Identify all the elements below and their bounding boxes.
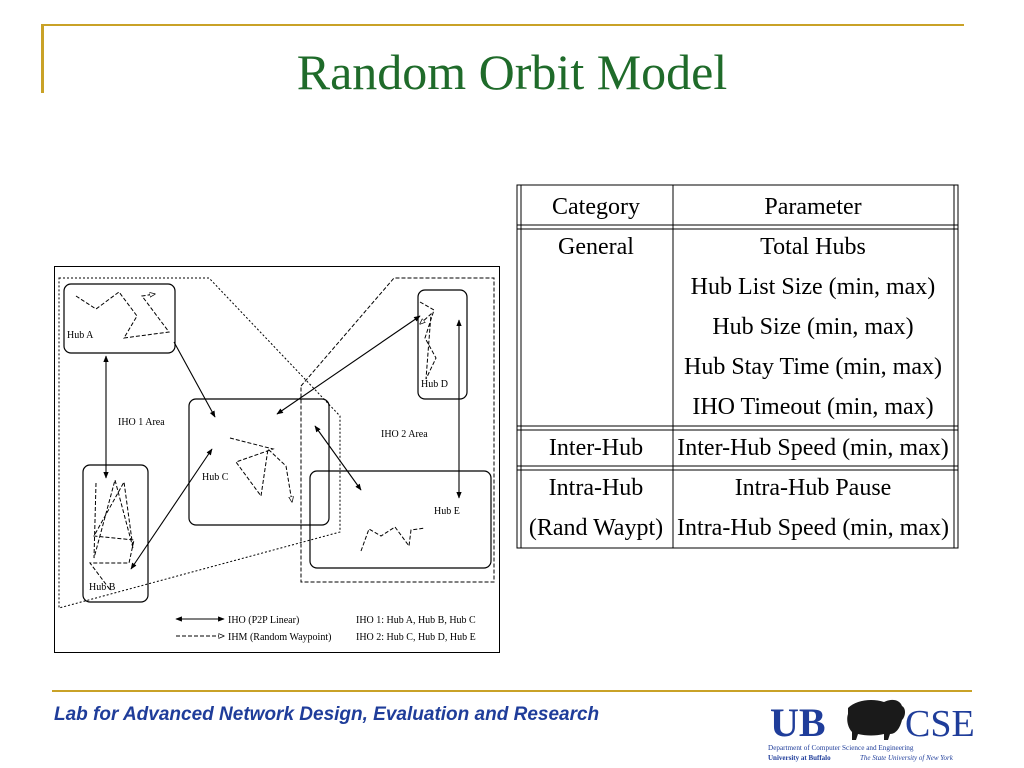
accent-bar-vertical	[41, 25, 44, 93]
param-total-hubs: Total Hubs	[760, 234, 866, 260]
accent-bar-top	[41, 24, 964, 26]
category-rand-waypt: (Rand Waypt)	[529, 515, 663, 541]
iho1-area-outline	[58, 277, 341, 609]
hub-c-label: Hub C	[202, 472, 229, 483]
category-general: General	[558, 234, 634, 260]
param-hub-size: Hub Size (min, max)	[712, 314, 913, 340]
hub-a-box	[63, 283, 176, 354]
iho1-area-label: IHO 1 Area	[118, 417, 165, 428]
logo-suny: The State University of New York	[860, 754, 954, 762]
hub-a-label: Hub A	[67, 330, 94, 341]
footer-rule	[52, 690, 972, 692]
random-orbit-diagram: Hub A Hub B Hub C Hub D Hub E IHO 1 Area…	[54, 266, 500, 653]
logo-university: University at Buffalo	[768, 754, 831, 762]
hub-e-box	[309, 470, 492, 569]
table-header-category: Category	[552, 194, 640, 220]
diagram-frame	[54, 266, 500, 653]
hub-d-label: Hub D	[421, 379, 448, 390]
table-header-parameter: Parameter	[764, 194, 861, 220]
parameter-table: Category Parameter General Total Hubs Hu…	[516, 184, 959, 549]
legend-ihm-text: IHM (Random Waypoint)	[228, 632, 331, 643]
footer-lab-name: Lab for Advanced Network Design, Evaluat…	[54, 704, 600, 725]
iho2-area-label: IHO 2 Area	[381, 429, 428, 440]
param-inter-hub-speed: Inter-Hub Speed (min, max)	[677, 435, 948, 461]
legend-iho2-text: IHO 2: Hub C, Hub D, Hub E	[356, 632, 476, 643]
param-iho-timeout: IHO Timeout (min, max)	[692, 394, 933, 420]
logo-department: Department of Computer Science and Engin…	[768, 744, 914, 752]
param-hub-list-size: Hub List Size (min, max)	[691, 274, 936, 300]
param-intra-hub-pause: Intra-Hub Pause	[735, 475, 892, 501]
legend-iho-text: IHO (P2P Linear)	[228, 615, 299, 626]
hub-e-label: Hub E	[434, 506, 460, 517]
ub-cse-logo: UB CSE Department of Computer Science an…	[768, 699, 974, 762]
legend-iho1-text: IHO 1: Hub A, Hub B, Hub C	[356, 615, 476, 626]
logo-ub: UB	[770, 700, 826, 745]
slide-title: Random Orbit Model	[296, 44, 728, 100]
bison-icon	[847, 699, 905, 740]
hub-b-label: Hub B	[89, 582, 116, 593]
category-inter-hub: Inter-Hub	[549, 435, 643, 461]
category-intra-hub: Intra-Hub	[549, 475, 644, 501]
param-intra-hub-speed: Intra-Hub Speed (min, max)	[677, 515, 949, 541]
logo-cse: CSE	[905, 703, 974, 745]
param-hub-stay-time: Hub Stay Time (min, max)	[684, 354, 942, 380]
